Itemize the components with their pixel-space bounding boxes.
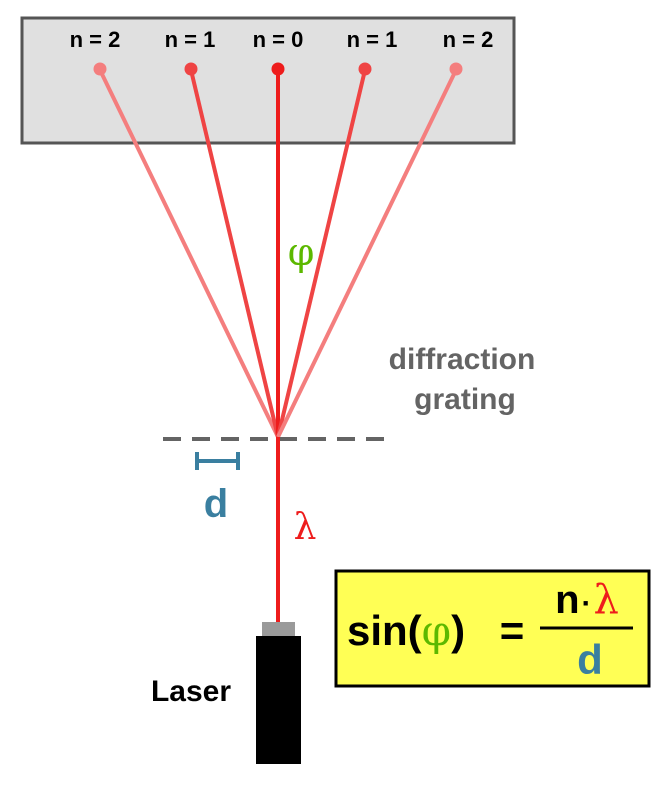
grating-label-line2: grating [414,383,516,416]
spot-order-left-2 [93,62,107,76]
order-label-right-2: n = 2 [443,27,494,52]
formula-numerator-lambda: λ [594,577,619,623]
spot-order-left-1 [184,62,198,76]
order-label-left-1: n = 1 [165,27,216,52]
grating-label-line1: diffraction [389,343,536,376]
beam-order-left-1 [189,69,280,438]
svg-text:sin(φ): sin(φ) [347,606,465,655]
formula-numerator-n: n [555,578,579,622]
spot-order-center-0 [271,62,285,76]
beam-order-left-2 [98,69,280,438]
laser-label: Laser [151,675,231,708]
grating-spacing-bracket [195,452,240,470]
svg-text:n·λ: n·λ [555,577,619,623]
formula: sin(φ) = n·λ d [347,577,633,683]
spacing-d-label: d [204,482,228,526]
formula-phi: φ [422,606,451,655]
formula-numerator-dot: · [582,587,592,620]
angle-phi-label: φ [288,230,315,274]
formula-equals: = [500,607,525,654]
beam-order-right-1 [276,69,367,438]
order-label-center-0: n = 0 [253,27,304,52]
formula-sin-prefix: sin( [347,607,422,654]
laser-body [256,636,301,764]
laser-aperture-cap [262,622,295,636]
order-label-right-1: n = 1 [347,27,398,52]
formula-close-paren: ) [451,607,465,654]
spot-order-right-2 [449,62,463,76]
beam-order-right-2 [276,69,458,438]
spot-order-right-1 [358,62,372,76]
formula-denominator-d: d [577,636,603,683]
wavelength-lambda-label: λ [294,507,317,548]
order-label-left-2: n = 2 [70,27,121,52]
